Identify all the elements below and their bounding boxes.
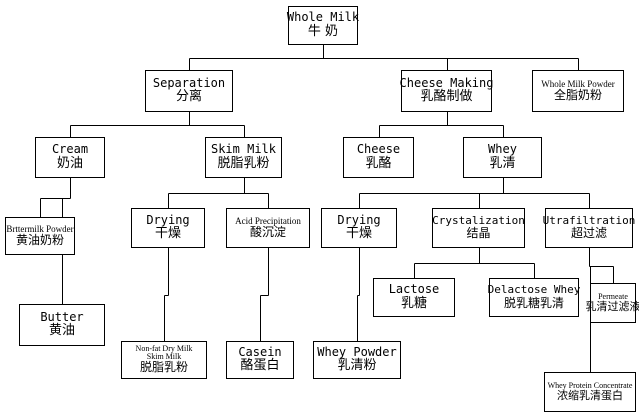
node-delactose-whey: Delactose Whey 脱乳糖乳清 [487, 278, 581, 317]
node-whey-zh: 乳清 [489, 155, 516, 171]
node-utrafiltration: Utrafiltration 超过滤 [542, 208, 636, 248]
node-whole-milk-powder-en: Whole Milk Powder [541, 78, 615, 89]
node-casein: Casein 酪蛋白 [226, 341, 294, 379]
node-acid-precipitation-zh: 酸沉淀 [249, 225, 286, 240]
node-whole-milk-zh: 牛 奶 [307, 23, 339, 39]
node-cheese-making-en: Cheese Making [399, 75, 494, 90]
node-whole-milk-en: Whole Milk [286, 10, 360, 25]
node-utrafiltration-zh: 超过滤 [570, 226, 607, 241]
node-crystalization-zh: 结晶 [466, 226, 491, 241]
node-nonfat-dry-milk-zh: 脱脂乳粉 [139, 360, 188, 375]
node-buttermilk-powder-zh: 黄油奶粉 [15, 233, 64, 248]
node-acid-precipitation-en: Acid Precipitation [235, 215, 301, 226]
node-delactose-whey-zh: 脱乳糖乳清 [503, 295, 564, 310]
node-separation: Separation 分离 [145, 70, 233, 112]
node-crystalization-en: Crystalization [432, 213, 525, 227]
node-drying-right: Drying 干燥 [321, 208, 397, 248]
node-skim-milk-en: Skim Milk [210, 142, 277, 157]
node-lactose: Lactose 乳糖 [373, 278, 455, 317]
node-drying-left-en: Drying [146, 212, 190, 227]
node-drying-right-zh: 干燥 [345, 226, 372, 242]
node-casein-en: Casein [238, 344, 282, 359]
node-separation-en: Separation [152, 75, 226, 90]
node-drying-left: Drying 干燥 [131, 208, 205, 248]
node-cream-zh: 奶油 [56, 155, 83, 171]
node-skim-milk: Skim Milk 脱脂乳粉 [205, 137, 282, 178]
node-cheese: Cheese 乳酪 [343, 137, 414, 178]
node-lactose-zh: 乳糖 [400, 295, 427, 311]
node-delactose-whey-en: Delactose Whey [487, 283, 581, 297]
node-whey: Whey 乳清 [463, 137, 542, 178]
node-cheese-making-zh: 乳酪制做 [420, 89, 473, 105]
node-butter: Butter 黄油 [19, 304, 105, 346]
node-cream: Cream 奶油 [35, 137, 105, 178]
node-permeate: Permeate 乳清过滤液 [586, 283, 639, 323]
node-permeate-en: Permeate [598, 292, 628, 302]
node-whey-powder: Whey Powder 乳清粉 [313, 341, 401, 379]
node-whey-powder-zh: 乳清粉 [337, 358, 377, 374]
node-skim-milk-zh: 脱脂乳粉 [217, 155, 270, 171]
node-buttermilk-powder-en: Brttermilk Powder [6, 223, 74, 234]
node-lactose-en: Lactose [388, 282, 440, 297]
node-cheese-en: Cheese [356, 142, 401, 157]
node-buttermilk-powder: Brttermilk Powder 黄油奶粉 [5, 217, 75, 255]
node-crystalization: Crystalization 结晶 [432, 208, 525, 248]
node-cheese-making: Cheese Making 乳酪制做 [399, 70, 494, 112]
node-butter-zh: 黄油 [48, 323, 75, 339]
node-nonfat-dry-milk-en1: Non-fat Dry Milk [135, 344, 193, 354]
node-nonfat-dry-milk-en2: Skim Milk [146, 352, 182, 362]
node-nonfat-dry-milk: Non-fat Dry Milk Skim Milk 脱脂乳粉 [121, 341, 207, 379]
node-whole-milk: Whole Milk 牛 奶 [286, 6, 360, 45]
node-whey-protein-concentrate-zh: 浓缩乳清蛋白 [557, 389, 623, 403]
node-whey-en: Whey [488, 142, 517, 157]
node-separation-zh: 分离 [175, 89, 202, 105]
node-casein-zh: 酪蛋白 [240, 358, 280, 374]
node-drying-left-zh: 干燥 [154, 226, 181, 242]
node-whole-milk-powder-zh: 全脂奶粉 [553, 88, 602, 103]
node-whey-protein-concentrate-en: Whey Protein Concentrate [547, 381, 633, 391]
node-whole-milk-powder: Whole Milk Powder 全脂奶粉 [532, 70, 624, 112]
node-cheese-zh: 乳酪 [365, 155, 392, 171]
node-whey-protein-concentrate: Whey Protein Concentrate 浓缩乳清蛋白 [544, 372, 636, 412]
node-drying-right-en: Drying [337, 212, 381, 227]
node-utrafiltration-en: Utrafiltration [542, 213, 636, 227]
node-cream-en: Cream [51, 142, 89, 157]
node-permeate-zh: 乳清过滤液 [585, 300, 639, 314]
node-whey-powder-en: Whey Powder [317, 344, 397, 359]
node-acid-precipitation: Acid Precipitation 酸沉淀 [226, 208, 310, 248]
node-butter-en: Butter [40, 309, 84, 324]
